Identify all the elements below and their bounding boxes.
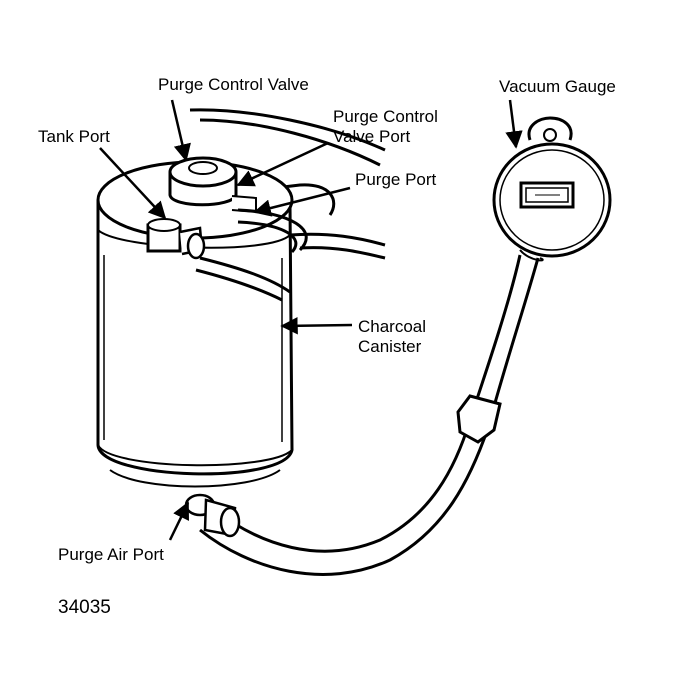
figure-number: 34035 <box>58 597 111 618</box>
purge-control-valve <box>168 156 257 214</box>
vacuum-gauge <box>492 116 612 262</box>
label-purge-control-valve: Purge Control Valve <box>158 75 309 94</box>
label-purge-port: Purge Port <box>355 170 437 189</box>
arrow-charcoal-canister <box>280 317 353 335</box>
label-tank-port: Tank Port <box>38 127 110 146</box>
arrow-tank-port <box>99 147 167 220</box>
arrow-purge-air-port <box>168 501 190 541</box>
label-vacuum-gauge: Vacuum Gauge <box>499 77 616 96</box>
purge-air-port-fitting <box>184 493 241 538</box>
label-charcoal-canister-2: Canister <box>358 337 422 356</box>
label-purge-control-valve-port-1: Purge Control <box>333 107 438 126</box>
arrow-vacuum-gauge <box>505 99 523 149</box>
label-purge-air-port: Purge Air Port <box>58 545 164 564</box>
vacuum-hose <box>199 254 540 576</box>
arrow-purge-control-valve-port <box>236 141 329 187</box>
label-purge-control-valve-port-2: Valve Port <box>333 127 411 146</box>
leader-arrows <box>99 99 523 541</box>
tank-port-fitting <box>146 218 206 260</box>
label-charcoal-canister-1: Charcoal <box>358 317 427 336</box>
arrow-purge-port <box>253 186 351 217</box>
hose-coupler <box>456 394 502 444</box>
arrow-purge-control-valve <box>170 99 191 162</box>
